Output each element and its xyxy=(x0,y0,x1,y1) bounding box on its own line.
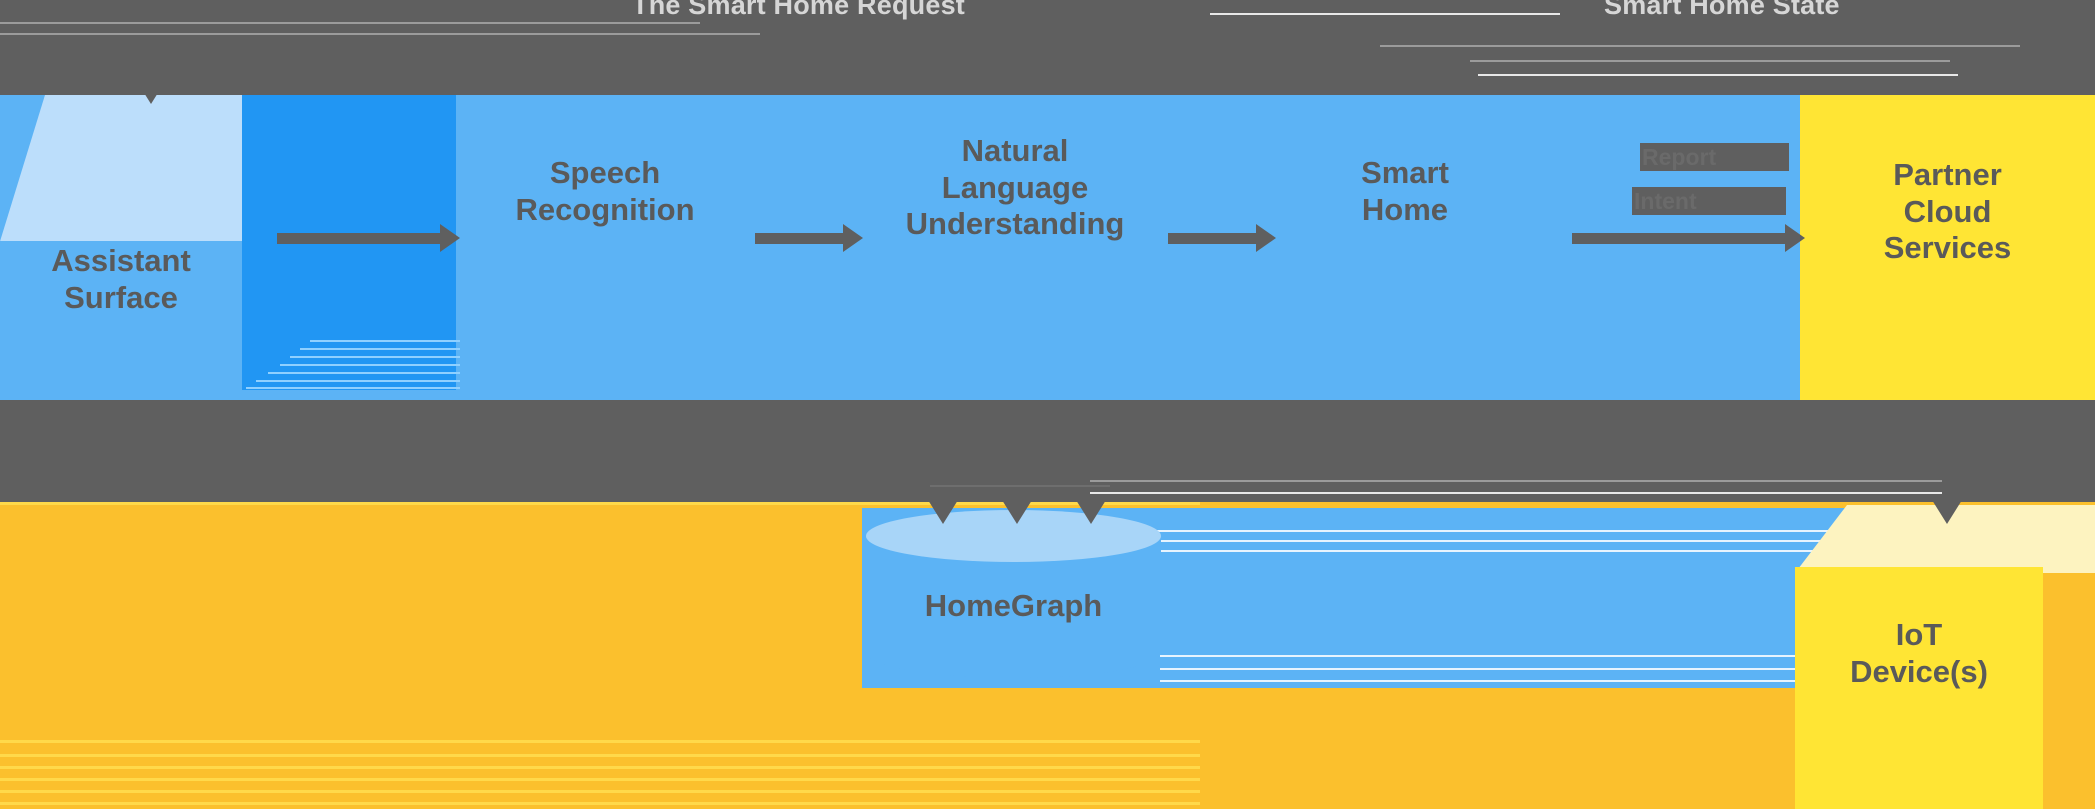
homegraph-label: HomeGraph xyxy=(924,588,1103,623)
iot-devices-box-front xyxy=(1795,567,2043,809)
arrow-down-iot-inlet xyxy=(1932,470,1962,524)
lower-scanline-5 xyxy=(0,778,1200,781)
assistant-surface-box: Assistant Surface xyxy=(0,95,242,400)
lower-scanline-6 xyxy=(0,790,1200,793)
flow-scanline-6 xyxy=(1160,680,1900,682)
assistant-surface-box-top xyxy=(0,95,242,242)
mid-band-rule-2 xyxy=(1090,492,1950,494)
scanline-3 xyxy=(290,356,460,358)
assistant-surface-box-front xyxy=(0,241,242,400)
caption-smart-home-state: Smart Home State xyxy=(1604,0,1840,20)
flow-scanline-4 xyxy=(1160,655,1900,657)
flow-scanline-1 xyxy=(1040,530,1900,532)
band-rule-right-3 xyxy=(1380,45,2020,47)
band-rule-mid-1 xyxy=(1210,13,1560,15)
scanline-4 xyxy=(280,364,460,366)
lower-scanline-7 xyxy=(0,802,1200,805)
flow-scanline-3 xyxy=(985,550,1900,552)
mid-band-rule-3 xyxy=(930,485,1110,487)
lower-scanline-1 xyxy=(0,502,1200,505)
arrow-speech-to-nlu xyxy=(755,224,863,252)
band-rule-right-1 xyxy=(1470,60,1950,62)
arrow-nlu-to-smarthome xyxy=(1168,224,1276,252)
assistant-surface-label: Assistant Surface xyxy=(51,243,191,315)
smart-home-label: Smart Home xyxy=(1361,155,1449,227)
iot-devices-box: IoT Device(s) xyxy=(1795,505,2095,809)
arrow-smarthome-to-partner xyxy=(1572,224,1805,252)
scanline-6 xyxy=(256,380,460,382)
arrow-down-assistant-inlet xyxy=(136,60,166,104)
band-rule-left-2 xyxy=(0,33,760,35)
flow-scanline-5 xyxy=(1160,668,1900,670)
lower-scanline-3 xyxy=(0,754,1200,757)
scanline-2 xyxy=(300,348,460,350)
band-rule-left-1 xyxy=(0,22,700,24)
scanline-1 xyxy=(310,340,460,342)
lower-scanline-2 xyxy=(0,740,1200,743)
mid-band-rule-1 xyxy=(1090,480,1950,482)
homegraph-datastore: HomeGraph xyxy=(866,510,1161,678)
speech-recognition-label: Speech Recognition xyxy=(515,155,695,227)
flow-scanline-2 xyxy=(1010,540,1900,542)
band-rule-right-2 xyxy=(1478,74,1958,76)
partner-cloud-services-label: Partner Cloud Services xyxy=(1883,157,2012,266)
scanline-5 xyxy=(268,372,460,374)
lower-scanline-4 xyxy=(0,766,1200,769)
cloud-pipeline-row: Assistant Surface Speech Recognition Nat… xyxy=(0,95,2095,400)
caption-smart-home-request: The Smart Home Request xyxy=(632,0,965,20)
partner-cloud-services-block: Partner Cloud Services xyxy=(1800,95,2095,400)
arrow-assistant-to-speech xyxy=(277,224,460,252)
scanline-7 xyxy=(246,387,460,389)
nlu-label: Natural Language Understanding xyxy=(905,133,1125,242)
inline-label-intent: Intent xyxy=(1632,187,1786,215)
inline-label-report: Report xyxy=(1640,143,1789,171)
iot-devices-label: IoT Device(s) xyxy=(1850,617,1988,689)
